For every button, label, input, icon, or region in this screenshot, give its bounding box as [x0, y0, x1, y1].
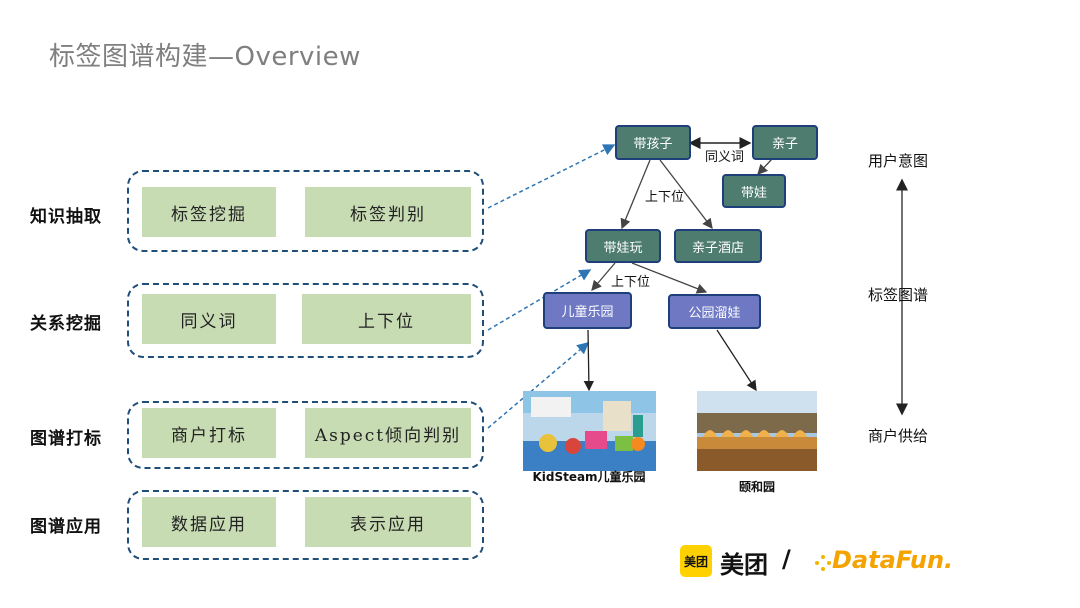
- edge-label-hypernym-2: 上下位: [611, 275, 651, 290]
- task-tag-classification: 标签判别: [305, 187, 471, 237]
- edge-daihaizi-daiwawan: [620, 159, 651, 230]
- task-hypernym: 上下位: [302, 294, 471, 344]
- summer-palace-caption: 颐和园: [738, 480, 775, 494]
- task-aspect-sentiment: Aspect倾向判别: [305, 408, 471, 458]
- edge-daiwawan-ertongleyuan: [591, 262, 616, 291]
- group-relation-mining: [127, 283, 484, 358]
- dashed-arrow-extract: [487, 144, 616, 209]
- logo-separator: /: [782, 545, 791, 573]
- axis-label-tag-graph: 标签图谱: [868, 286, 929, 304]
- node-qinzi: 亲子: [752, 125, 818, 160]
- node-qinzi-jiudian: 亲子酒店: [674, 229, 762, 263]
- group-graph-tagging: [127, 401, 484, 469]
- group-knowledge-extraction: [127, 170, 484, 252]
- edge-ertongleyuan-kidsteam: [583, 329, 595, 392]
- summer-palace-photo: [697, 391, 817, 471]
- group-graph-application: [127, 490, 484, 560]
- edge-daihaizi-qinzijiudian: [659, 159, 713, 230]
- node-daiwa: 带娃: [722, 174, 786, 208]
- meituan-text-logo: 美团: [720, 551, 768, 579]
- edge-daiwawan-gongyuanliuwa: [631, 262, 708, 294]
- task-synonym: 同义词: [142, 294, 276, 344]
- task-merchant-tagging: 商户打标: [142, 408, 276, 458]
- dashed-arrow-relation: [487, 269, 592, 331]
- task-tag-mining: 标签挖掘: [142, 187, 276, 237]
- task-data-application: 数据应用: [142, 497, 276, 547]
- node-daiwawan: 带娃玩: [585, 229, 661, 263]
- node-gongyuan-liuwa: 公园溜娃: [668, 294, 761, 329]
- row-label-graph-tagging: 图谱打标: [30, 429, 102, 449]
- row-label-knowledge-extraction: 知识抽取: [30, 207, 102, 227]
- datafun-dots-icon: [815, 555, 831, 571]
- node-ertong-leyuan: 儿童乐园: [543, 292, 632, 329]
- edge-gongyuanliuwa-yiheyuan: [716, 329, 757, 392]
- kidsteam-caption: KidSteam儿童乐园: [532, 470, 646, 484]
- meituan-badge-logo: 美团: [680, 545, 712, 577]
- axis-label-merchant-supply: 商户供给: [868, 427, 929, 445]
- row-label-relation-mining: 关系挖掘: [30, 314, 102, 334]
- dashed-arrow-tagging: [487, 342, 590, 429]
- edge-label-hypernym-1: 上下位: [645, 190, 685, 205]
- page-title: 标签图谱构建—Overview: [49, 42, 361, 72]
- kidsteam-photo: [523, 391, 656, 471]
- datafun-text-logo: DataFun.: [832, 546, 954, 574]
- row-label-graph-application: 图谱应用: [30, 517, 102, 537]
- node-dai-haizi: 带孩子: [615, 125, 691, 160]
- edge-qinzi-daiwa: [757, 158, 773, 175]
- task-representation-application: 表示应用: [305, 497, 471, 547]
- edge-label-synonym: 同义词: [705, 150, 745, 165]
- axis-label-user-intent: 用户意图: [868, 152, 929, 170]
